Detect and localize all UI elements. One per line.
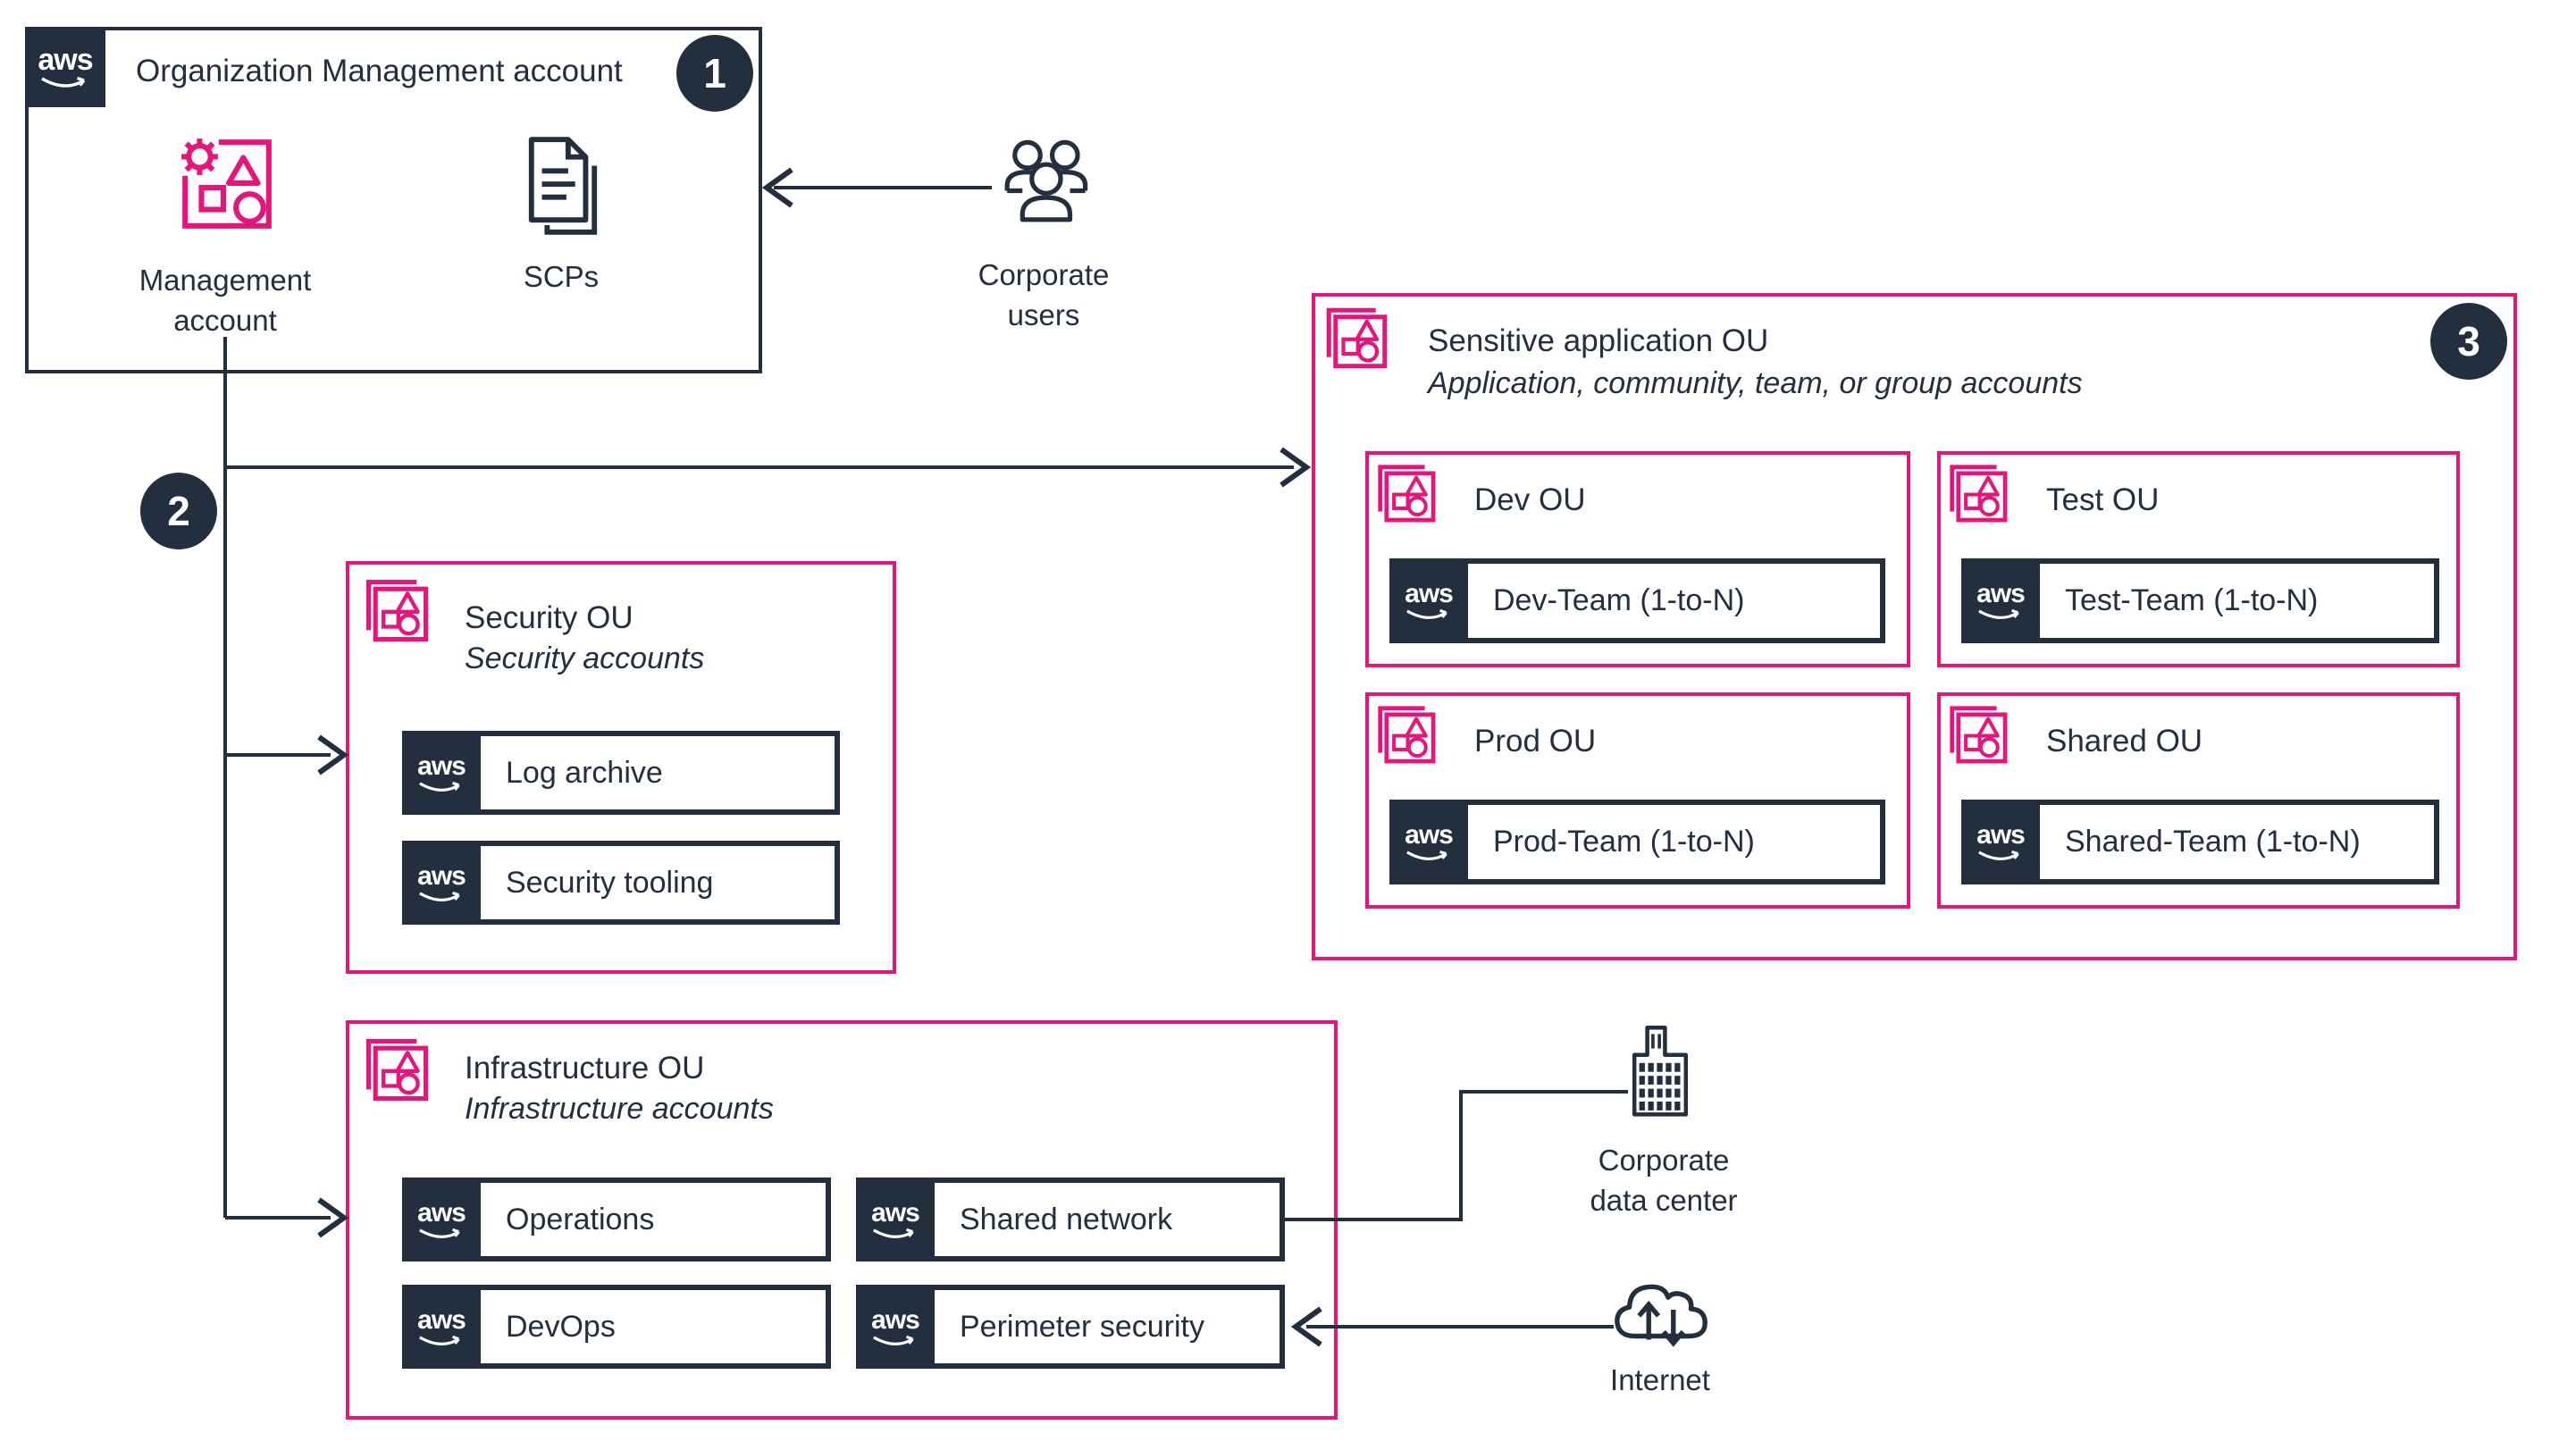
arrowhead-right-infrastructure xyxy=(317,1197,349,1238)
corporate-data-center-label-line2: data center xyxy=(1590,1184,1738,1217)
corporate-data-center-icon xyxy=(1632,1025,1689,1117)
aws-logo: aws xyxy=(402,841,481,925)
account-label: Dev-Team (1-to-N) xyxy=(1468,564,1880,638)
aws-smile-icon xyxy=(1405,851,1452,862)
management-account-icon xyxy=(181,138,272,229)
account-pill-shared-team: aws Shared-Team (1-to-N) xyxy=(1961,800,2439,884)
step-badge-3: 3 xyxy=(2430,303,2507,380)
aws-smile-icon xyxy=(418,782,465,793)
infrastructure-ou-subtitle: Infrastructure accounts xyxy=(465,1092,774,1126)
account-label: Log archive xyxy=(481,736,835,809)
arrowhead-right-security xyxy=(317,734,349,775)
account-label: Shared-Team (1-to-N) xyxy=(2040,805,2434,879)
aws-smile-icon xyxy=(1977,609,2024,621)
sensitive-ou-icon xyxy=(1319,300,1390,372)
step-badge-1: 1 xyxy=(676,35,753,112)
aws-logo: aws xyxy=(856,1285,935,1369)
scps-documents-icon xyxy=(528,137,598,235)
infrastructure-ou-icon xyxy=(358,1031,432,1104)
arrowhead-right-sensitive xyxy=(1280,447,1312,488)
aws-logo-text: aws xyxy=(871,1197,920,1228)
corporate-users-label-line1: Corporate xyxy=(978,258,1110,291)
aws-logo: aws xyxy=(1961,558,2040,643)
test-ou-icon xyxy=(1942,457,2010,525)
aws-logo: aws xyxy=(1389,800,1468,884)
account-label: Security tooling xyxy=(481,846,835,919)
aws-smile-icon xyxy=(418,1336,465,1347)
aws-logo-text: aws xyxy=(38,43,93,77)
aws-smile-icon xyxy=(872,1228,919,1240)
corporate-data-center-label: Corporate data center xyxy=(1530,1140,1798,1220)
infrastructure-ou-title: Infrastructure OU xyxy=(465,1051,705,1085)
aws-smile-icon xyxy=(40,77,90,89)
account-pill-shared-network: aws Shared network xyxy=(856,1178,1285,1261)
account-pill-devops: aws DevOps xyxy=(402,1285,831,1369)
aws-logo-text: aws xyxy=(1976,820,2026,850)
account-pill-prod-team: aws Prod-Team (1-to-N) xyxy=(1389,800,1885,884)
scps-label: SCPs xyxy=(523,260,600,293)
sensitive-ou-subtitle: Application, community, team, or group a… xyxy=(1428,366,2083,400)
shared-ou-title: Shared OU xyxy=(2046,724,2203,759)
account-label: Test-Team (1-to-N) xyxy=(2040,564,2434,638)
account-pill-test-team: aws Test-Team (1-to-N) xyxy=(1961,558,2439,643)
management-account-label-line2: account xyxy=(173,304,277,337)
dev-ou-icon xyxy=(1371,457,1439,525)
aws-logo-text: aws xyxy=(1405,820,1454,850)
dev-ou-title: Dev OU xyxy=(1474,482,1586,517)
aws-smile-icon xyxy=(872,1336,919,1347)
aws-logo: aws xyxy=(402,731,481,815)
aws-smile-icon xyxy=(418,892,465,903)
prod-ou-title: Prod OU xyxy=(1474,724,1597,759)
internet-label: Internet xyxy=(1610,1363,1710,1396)
account-pill-security-tooling: aws Security tooling xyxy=(402,841,840,925)
account-pill-perimeter-security: aws Perimeter security xyxy=(856,1285,1285,1369)
corporate-users-icon xyxy=(1004,139,1088,222)
corporate-data-center-label-line1: Corporate xyxy=(1598,1144,1730,1177)
aws-logo-text: aws xyxy=(417,1197,466,1228)
aws-smile-icon xyxy=(1977,851,2024,862)
account-label: DevOps xyxy=(481,1290,826,1363)
security-ou-icon xyxy=(358,572,432,645)
account-label: Prod-Team (1-to-N) xyxy=(1468,805,1880,879)
aws-logo-text: aws xyxy=(417,1304,466,1335)
security-ou-subtitle: Security accounts xyxy=(465,641,705,675)
aws-logo: aws xyxy=(856,1178,935,1261)
aws-logo: aws xyxy=(1389,558,1468,643)
aws-logo: aws xyxy=(402,1285,481,1369)
corporate-users-label-line2: users xyxy=(1007,298,1080,331)
aws-logo-chip: aws xyxy=(25,27,105,107)
aws-logo-text: aws xyxy=(1976,579,2026,608)
account-label: Shared network xyxy=(935,1183,1280,1256)
aws-logo: aws xyxy=(1961,800,2040,884)
org-box-title: Organization Management account xyxy=(136,54,623,88)
aws-logo: aws xyxy=(402,1178,481,1261)
internet-cloud-icon xyxy=(1615,1284,1708,1347)
aws-smile-icon xyxy=(418,1228,465,1240)
organization-management-account-box xyxy=(25,27,762,373)
account-pill-log-archive: aws Log archive xyxy=(402,731,840,815)
aws-logo-text: aws xyxy=(417,860,466,891)
test-ou-title: Test OU xyxy=(2046,482,2160,517)
account-label: Perimeter security xyxy=(935,1290,1280,1363)
aws-logo-text: aws xyxy=(417,750,466,781)
prod-ou-icon xyxy=(1371,699,1439,767)
account-pill-operations: aws Operations xyxy=(402,1178,831,1261)
step-badge-2: 2 xyxy=(140,473,217,549)
corporate-users-label: Corporate users xyxy=(932,255,1155,335)
aws-logo-text: aws xyxy=(1405,579,1454,608)
sensitive-ou-title: Sensitive application OU xyxy=(1428,323,1769,358)
management-account-label-line1: Management xyxy=(138,264,312,297)
account-label: Operations xyxy=(481,1183,826,1256)
arrowhead-left-org xyxy=(761,167,793,208)
aws-smile-icon xyxy=(1405,609,1452,621)
management-account-label: Management account xyxy=(91,260,359,340)
shared-ou-icon xyxy=(1942,699,2010,767)
security-ou-title: Security OU xyxy=(465,600,634,635)
account-pill-dev-team: aws Dev-Team (1-to-N) xyxy=(1389,558,1885,643)
aws-logo-text: aws xyxy=(871,1304,920,1335)
